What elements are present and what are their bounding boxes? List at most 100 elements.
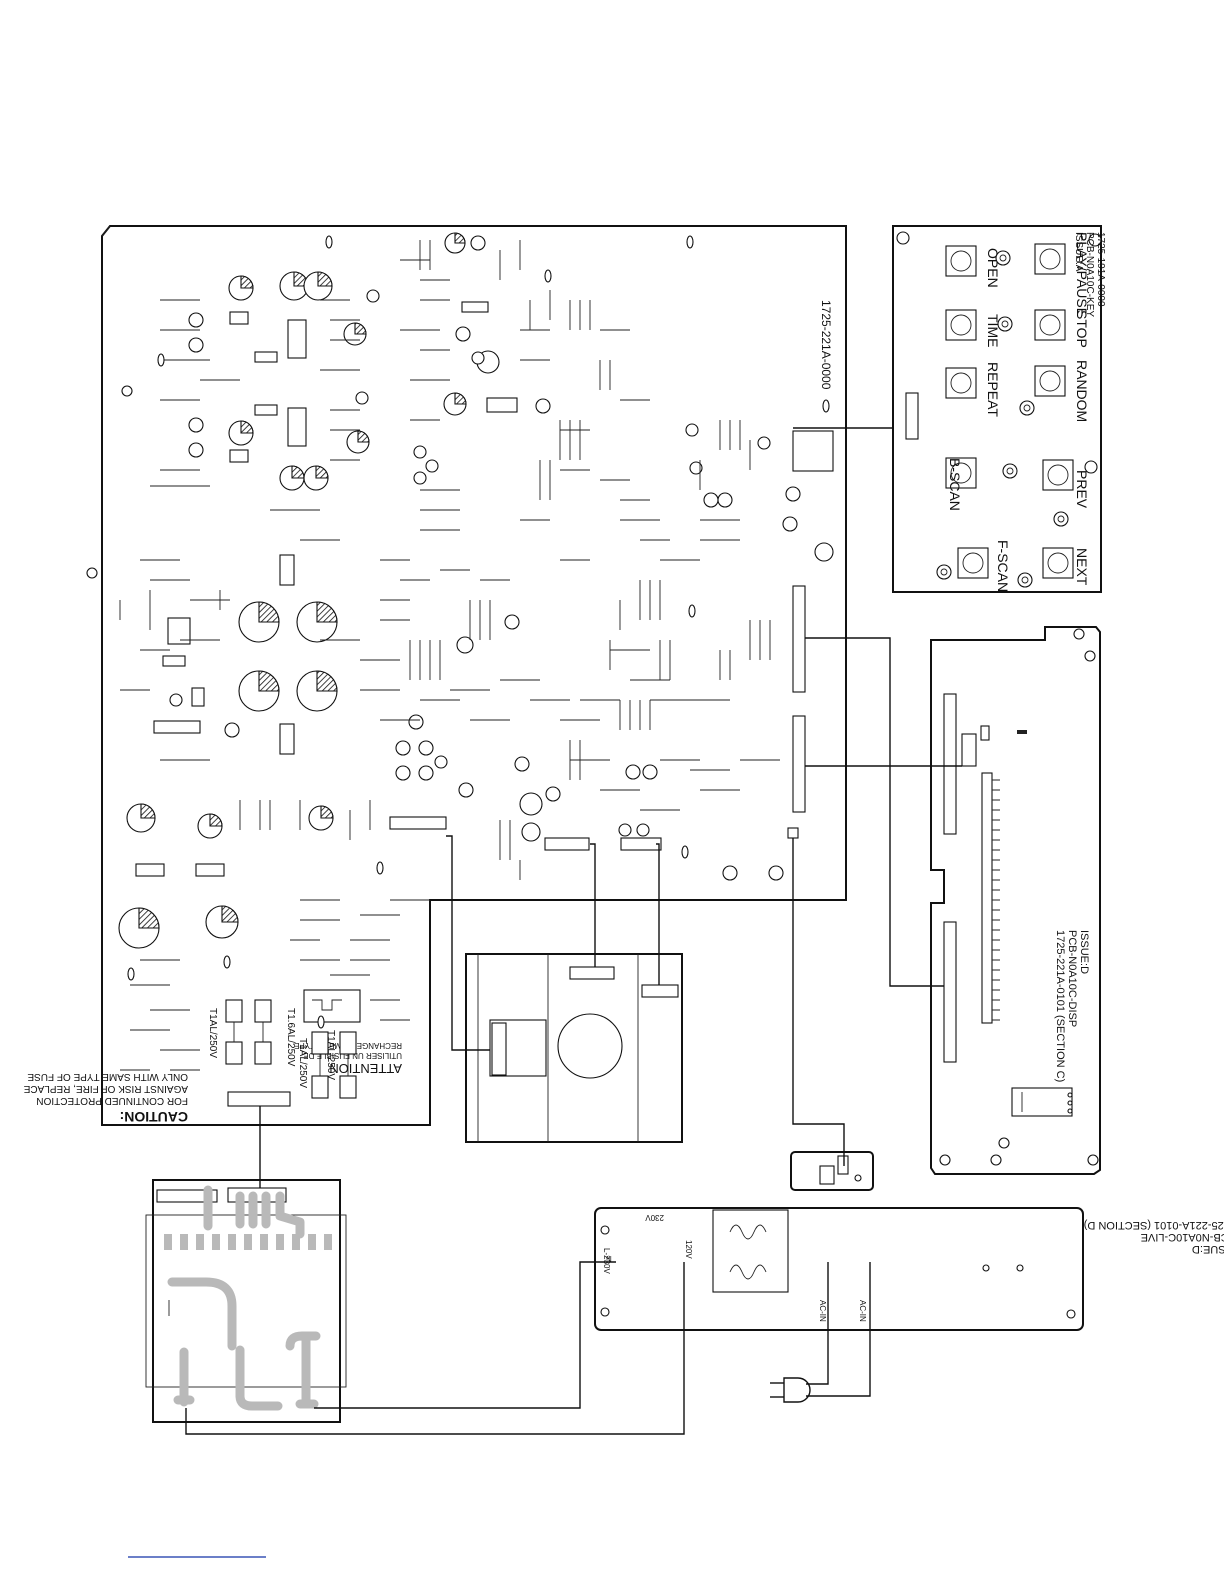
fuse-4 [254, 1041, 272, 1065]
mech-connector-2 [641, 984, 679, 998]
key-play-pause: PLAY/PAUSE [1034, 232, 1090, 317]
key-board-holes [896, 231, 1098, 588]
time-switch [945, 309, 977, 341]
spindle-motor [557, 1013, 623, 1079]
key-board-issue: ISSUE:A [1073, 232, 1084, 272]
small-components [135, 235, 834, 881]
main-part-number: 1725-221A-0000 [819, 300, 833, 390]
fuse-8 [339, 1075, 357, 1099]
fuse-6 [339, 1031, 357, 1055]
power-transformer-assembly [145, 1179, 347, 1423]
disp-part-number: 1725-221A-0101 (SECTION C) [1054, 930, 1066, 1082]
cd-mechanism [465, 953, 683, 1143]
main-board-holes [86, 235, 830, 1029]
open-switch [945, 245, 977, 277]
key-next: NEXT [1042, 547, 1090, 586]
ground-terminal [86, 567, 98, 579]
caution-line-3: ONLY WITH SAME TYPE OF FUSE [27, 1071, 188, 1082]
fuse-label-2: T1.6AL/250V [285, 1008, 296, 1067]
fuse-label-4: T1AL/250V [325, 1030, 336, 1080]
key-random: RANDOM [1034, 360, 1090, 422]
key-repeat: REPEAT [945, 362, 1001, 417]
repeat-switch [945, 367, 977, 399]
b-scan-label: B-SCAN [947, 458, 963, 511]
stop-switch [1034, 309, 1066, 341]
transformer-outline [152, 1179, 341, 1423]
live-230v: 230V [645, 1213, 664, 1222]
live-l-230v: L-230V [602, 1248, 611, 1274]
key-b-scan: B-SCAN [945, 457, 977, 511]
connector-w700 [620, 837, 662, 851]
key-board-outline [892, 225, 1102, 593]
display-board-outline [930, 626, 1101, 1175]
live-n: N [606, 1255, 612, 1264]
repeat-label: REPEAT [985, 362, 1001, 417]
fuse-1 [225, 999, 243, 1023]
key-board: 1725-191A-0000 PCB-N0A10C-KEY ISSUE:A PL… [892, 225, 1106, 593]
ac-plug-icon [770, 1377, 811, 1403]
connector-w709 [389, 816, 447, 830]
display-module-pins [981, 772, 993, 1024]
random-switch [1034, 365, 1066, 397]
live-issue: ISSUE:D [1192, 1243, 1224, 1255]
fuse-3 [225, 1041, 243, 1065]
prev-switch [1042, 459, 1074, 491]
live-board-outline [594, 1207, 1084, 1331]
key-board-part-number: 1725-191A-0000 [1095, 232, 1106, 307]
main-board-outline [101, 225, 847, 1126]
key-board-mount-hole [1088, 233, 1102, 247]
disp-connector-w506a1 [943, 693, 957, 835]
live-part-number: 1725-221A-0101 (SECTION D) [1084, 1219, 1224, 1231]
live-pcb-name: PCB-N0A10C-LIVE [1141, 1231, 1224, 1243]
key-board-pcb-name: PCB-N0A10C-KEY [1084, 232, 1095, 317]
mechanism-outline [465, 953, 683, 1143]
key-stop: STOP [1034, 309, 1090, 348]
caution-line-2: AGAINST RISK OF FIRE, REPLACE [23, 1083, 188, 1094]
time-label: TIME [985, 314, 1001, 347]
ir-receiver [1011, 1087, 1073, 1117]
disp-connector-w506b1 [943, 921, 957, 1063]
live-ac-in-1: AC-IN [818, 1300, 827, 1322]
live-120v: 120V [684, 1240, 693, 1259]
disp-connector-w505a1 [961, 733, 977, 767]
key-connector [905, 392, 919, 440]
live-transformer [712, 1209, 789, 1293]
key-open: OPEN [945, 245, 1001, 288]
connector-w705a [792, 585, 806, 693]
disp-title: ISSUE:D PCB-N0A10C-DISP 1725-221A-0101 (… [1054, 930, 1090, 1082]
attention-title: ATTENTION [329, 1061, 402, 1076]
small-board-outline [790, 1151, 874, 1191]
caution-block: CAUTION: FOR CONTINUED PROTECTION AGAINS… [23, 1071, 188, 1125]
mech-connector-1 [569, 966, 615, 980]
f-scan-label: F-SCAN [995, 540, 1011, 592]
attention-line-1: UTILISER UN FUSIBLE DE [303, 1051, 402, 1060]
next-switch [1042, 547, 1074, 579]
main-board: 1725-221A-0000 CAUTION: FOR CONTINUED PR… [23, 225, 847, 1126]
display-driver-chip [792, 430, 834, 472]
large-capacitors [118, 232, 543, 949]
key-prev: PREV [1042, 459, 1090, 509]
display-board: ISSUE:D PCB-N0A10C-DISP 1725-221A-0101 (… [930, 626, 1101, 1175]
fuse-label-1: T1AL/250V [207, 1008, 218, 1058]
disp-pcb-name: PCB-N0A10C-DISP [1066, 930, 1078, 1027]
live-ac-in-2: AC-IN [858, 1300, 867, 1322]
random-label: RANDOM [1074, 360, 1090, 422]
fuses: T1AL/250V T1.6AL/250V T1AL/250V T1AL/250… [207, 999, 357, 1099]
fuse-2 [254, 999, 272, 1023]
next-label: NEXT [1074, 548, 1090, 586]
play-pause-label: PLAY/PAUSE [1074, 232, 1090, 317]
key-time: TIME [945, 309, 1001, 347]
connector-w708 [792, 715, 806, 813]
interconnect-wires [185, 427, 962, 1435]
key-f-scan: F-SCAN [957, 540, 1011, 592]
caution-title: CAUTION: [120, 1109, 188, 1125]
fuse-label-3: T1AL/250V [297, 1038, 308, 1088]
connector-w704 [544, 837, 590, 851]
live-title: ISSUE:D PCB-N0A10C-LIVE 1725-221A-0101 (… [1084, 1219, 1224, 1255]
stop-label: STOP [1074, 310, 1090, 348]
power-connector [227, 1091, 291, 1107]
f-scan-switch [957, 547, 989, 579]
live-board: ISSUE:D PCB-N0A10C-LIVE 1725-221A-0101 (… [594, 1207, 1224, 1331]
disp-issue: ISSUE:D [1078, 930, 1090, 974]
